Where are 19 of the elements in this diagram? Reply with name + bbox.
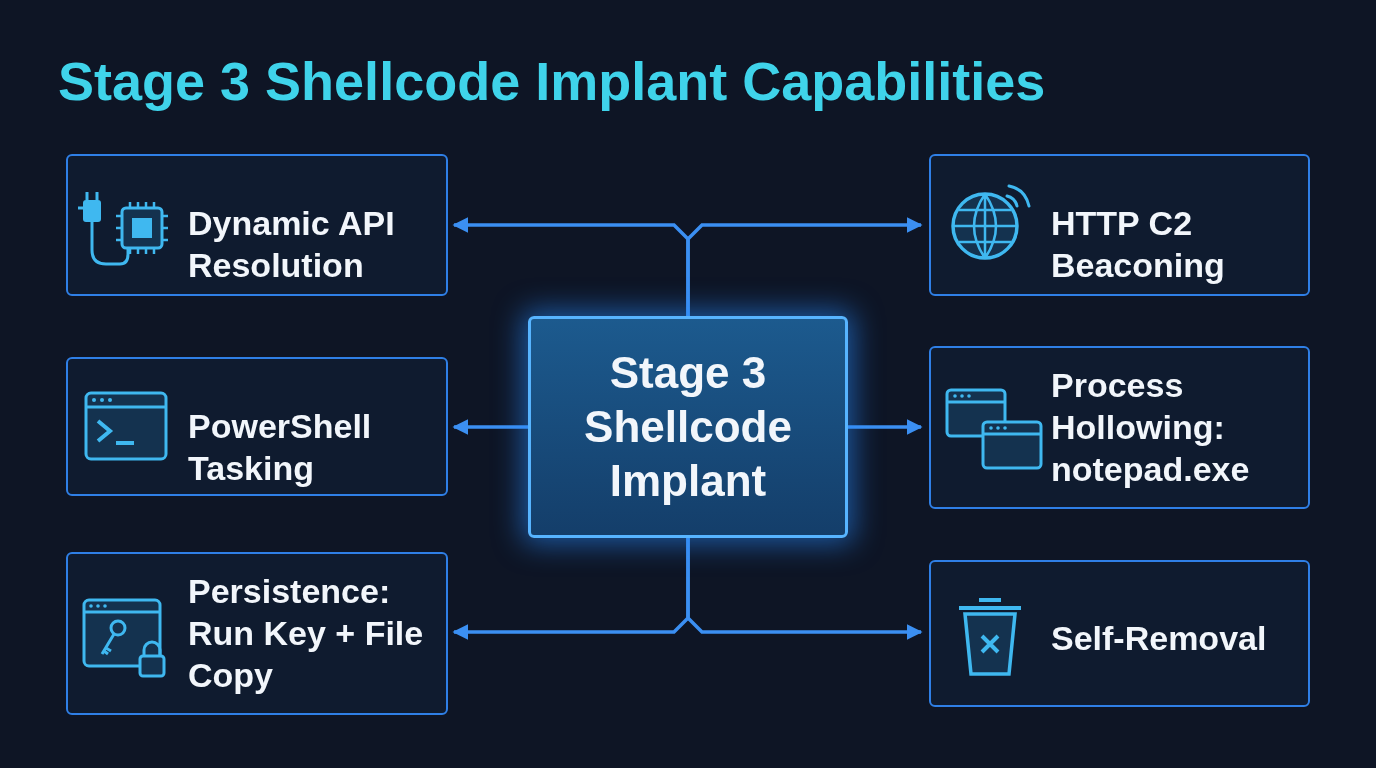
capability-box bbox=[929, 560, 1310, 707]
capability-box bbox=[929, 346, 1310, 509]
capability-box bbox=[929, 154, 1310, 296]
arrow bbox=[848, 419, 923, 435]
arrow bbox=[686, 217, 923, 316]
central-box bbox=[528, 316, 848, 538]
node-label: Self-Removal bbox=[1051, 618, 1268, 659]
node-label: Dynamic API Resolution bbox=[188, 203, 396, 286]
node-label: HTTP C2 Beaconing bbox=[1051, 203, 1226, 286]
node-label: PowerShell Tasking bbox=[188, 406, 373, 489]
node-label: Process Hollowing: notepad.exe bbox=[1051, 365, 1251, 490]
capability-box bbox=[66, 552, 448, 715]
capability-box bbox=[66, 154, 448, 296]
arrow bbox=[452, 419, 528, 435]
capability-box bbox=[66, 357, 448, 496]
node-label: Stage 3 Shellcode Implant bbox=[583, 347, 793, 507]
arrow bbox=[686, 538, 923, 640]
node-label: Persistence: Run Key + File Copy bbox=[188, 571, 425, 696]
diagram-title: Stage 3 Shellcode Implant Capabilities bbox=[58, 50, 1046, 112]
